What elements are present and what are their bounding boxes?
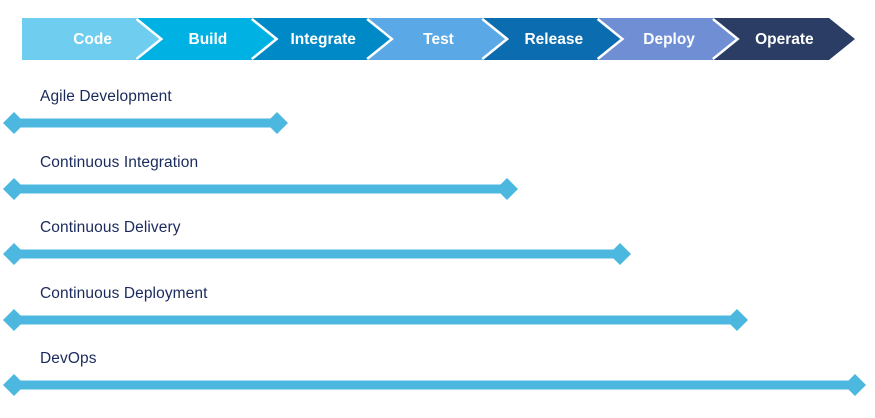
practice-span-start-marker: [3, 243, 25, 265]
practice-row[interactable]: Agile Development: [0, 88, 875, 144]
practice-span-end-marker: [726, 308, 748, 331]
practice-span-bar[interactable]: [0, 372, 875, 398]
practice-label: Agile Development: [40, 88, 172, 105]
pipeline-stage-label: Operate: [755, 31, 814, 48]
practice-span-end-marker: [266, 112, 288, 134]
practice-label: DevOps: [40, 350, 97, 367]
pipeline-stage-deploy[interactable]: [598, 18, 740, 60]
practice-span-end-marker: [496, 177, 518, 200]
practice-span-bar[interactable]: [0, 110, 875, 136]
pipeline-stage-release[interactable]: [483, 18, 625, 60]
practice-row[interactable]: Continuous Delivery: [0, 219, 875, 275]
practice-label: Continuous Integration: [40, 153, 199, 171]
practice-span-end-marker: [609, 243, 631, 265]
pipeline-stage-label: Release: [524, 31, 583, 48]
practice-label: Continuous Deployment: [40, 284, 208, 302]
practice-label: Continuous Delivery: [40, 219, 181, 236]
pipeline-stage-label: Test: [423, 31, 454, 48]
practice-span-end-marker: [844, 374, 866, 396]
pipeline-stage-label: Integrate: [290, 31, 356, 48]
pipeline-stage-build[interactable]: [137, 18, 279, 60]
practice-span-body: [14, 315, 737, 324]
practice-row[interactable]: Continuous Deployment: [0, 285, 875, 341]
practice-span-start-marker: [3, 112, 25, 134]
practice-span-bar[interactable]: [0, 307, 875, 333]
pipeline-stage-label: Build: [189, 31, 228, 48]
practice-span-bar[interactable]: [0, 176, 875, 202]
practice-span-start-marker: [3, 308, 25, 331]
pipeline-stage-operate[interactable]: [713, 18, 855, 60]
pipeline-stage-integrate[interactable]: [252, 18, 394, 60]
pipeline-stage-test[interactable]: [367, 18, 510, 60]
pipeline-stage-code[interactable]: [22, 18, 164, 60]
practice-row[interactable]: Continuous Integration: [0, 154, 875, 210]
practice-row[interactable]: DevOps: [0, 350, 875, 406]
practice-span-start-marker: [3, 374, 25, 396]
practice-span-body: [14, 380, 855, 390]
practice-span-body: [14, 118, 277, 128]
pipeline-stage-label: Deploy: [643, 31, 695, 48]
pipeline-stage-label: Code: [73, 31, 112, 48]
practice-span-start-marker: [3, 177, 25, 200]
delivery-pipeline: Code Build Integrate Test Release Deploy Opera…: [22, 16, 855, 62]
practice-span-body: [14, 249, 620, 259]
practice-span-body: [14, 184, 507, 193]
practice-span-bar[interactable]: [0, 241, 875, 267]
